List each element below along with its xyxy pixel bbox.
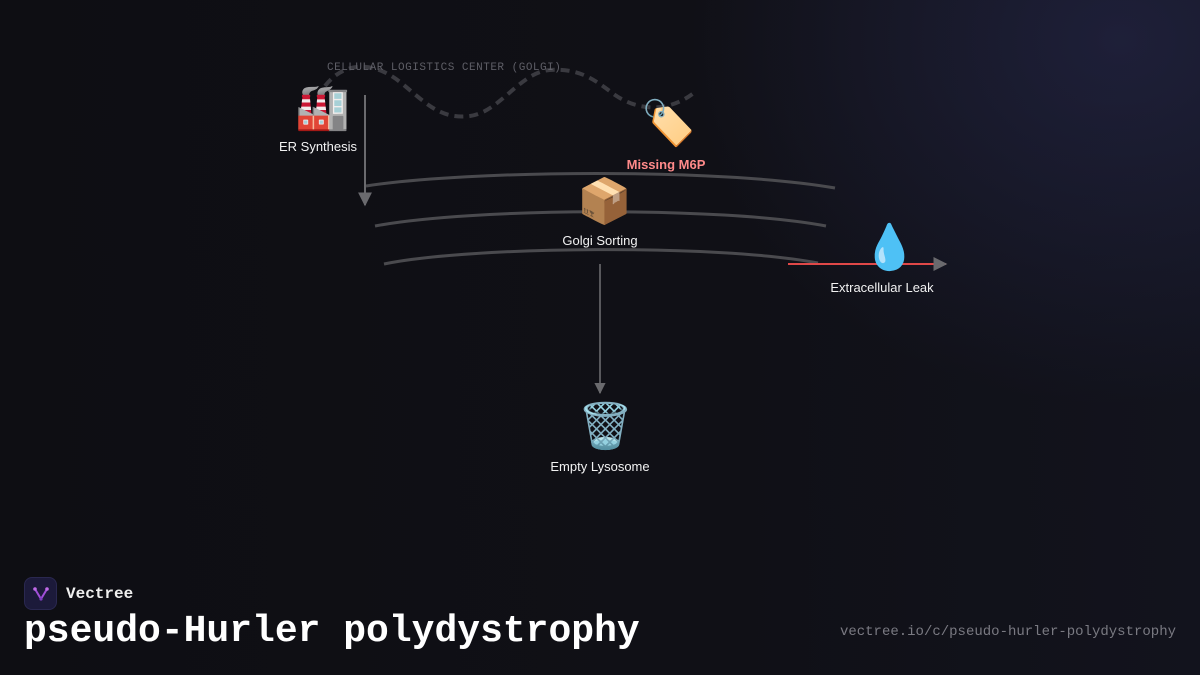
missing-m6p-label: Missing M6P xyxy=(626,157,706,172)
golgi-boundary xyxy=(323,64,697,119)
golgi-region-title: CELLULAR LOGISTICS CENTER (GOLGI) xyxy=(327,62,562,74)
brand[interactable]: Vectree xyxy=(24,577,133,610)
page-title: pseudo-Hurler polydystrophy xyxy=(24,610,640,653)
wastebasket-icon: 🗑️ xyxy=(578,401,633,452)
vectree-logo-icon xyxy=(24,577,57,610)
extracellular-leak-label: Extracellular Leak xyxy=(830,280,934,295)
er-synthesis-label: ER Synthesis xyxy=(278,139,358,154)
brand-name: Vectree xyxy=(66,584,134,603)
factory-icon: 🏭 xyxy=(295,82,350,133)
golgi-cisterna-3 xyxy=(383,248,819,266)
page-url-link[interactable]: vectree.io/c/pseudo-hurler-polydystrophy xyxy=(839,624,1176,640)
droplet-icon: 💧 xyxy=(862,222,917,273)
package-icon: 📦 xyxy=(577,176,632,227)
empty-lysosome-label: Empty Lysosome xyxy=(550,459,650,474)
golgi-sorting-label: Golgi Sorting xyxy=(562,233,638,248)
golgi-cisterna-2 xyxy=(374,210,827,228)
tag-icon: 🏷️ xyxy=(641,98,696,149)
golgi-cisterna-1 xyxy=(365,172,836,190)
